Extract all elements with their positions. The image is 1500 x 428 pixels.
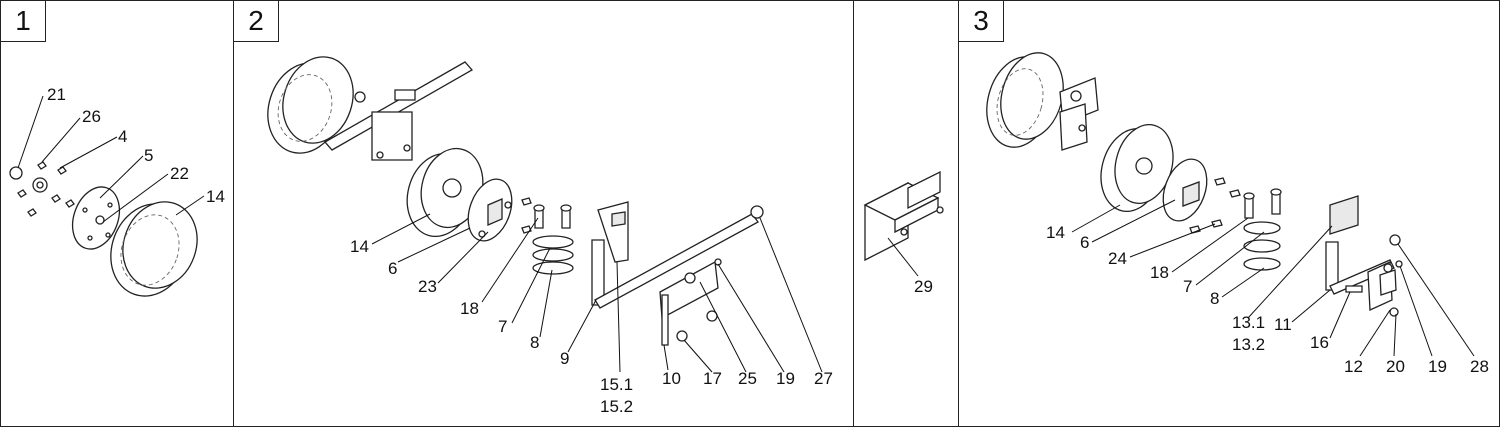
panel-3-drawing [986,52,1475,357]
label-28: 28 [1470,357,1489,376]
panel-2-number: 2 [234,1,279,42]
label-26: 26 [82,107,101,126]
axle-frame-drawing [591,201,764,309]
label-27: 27 [814,369,833,388]
label-15-1: 15.1 [600,375,633,394]
label-14: 14 [350,237,369,256]
bracket-drawing [659,258,722,346]
label-6: 6 [388,259,397,278]
panel-3-labels: 14 6 24 18 7 8 13.1 13.2 11 16 12 20 19 … [1046,223,1489,376]
label-22: 22 [170,164,189,183]
label-14: 14 [206,187,225,206]
label-4: 4 [118,127,127,146]
spacers-drawing [1243,221,1281,271]
label-14: 14 [1046,223,1065,242]
label-17: 17 [703,369,722,388]
hub-drawing [1162,158,1208,222]
panel-1-number: 1 [1,1,46,42]
detail-drawing [863,170,944,277]
label-8: 8 [1210,289,1219,308]
label-12: 12 [1344,357,1363,376]
label-5: 5 [144,146,153,165]
label-23: 23 [418,277,437,296]
label-25: 25 [738,369,757,388]
panel-1-labels: 21 26 4 5 22 14 [47,85,225,206]
label-13-2: 13.2 [1232,335,1265,354]
label-21: 21 [47,85,66,104]
bolts-drawing [521,197,572,234]
hub-plate-drawing [71,186,121,250]
label-13-1: 13.1 [1232,313,1265,332]
tire-drawing [1100,124,1174,212]
nut-drawing [9,166,23,180]
label-18: 18 [460,299,479,318]
panel-3-number: 3 [959,1,1004,42]
label-20: 20 [1386,357,1405,376]
label-10: 10 [662,369,681,388]
label-8: 8 [530,333,539,352]
label-24: 24 [1108,249,1127,268]
label-16: 16 [1310,333,1329,352]
wheel-tire-drawing [110,201,198,297]
assembled-wheel-drawing [986,52,1099,151]
screws-drawing [17,161,75,217]
label-19: 19 [776,369,795,388]
label-7: 7 [1183,277,1192,296]
label-29: 29 [914,277,933,296]
panel-2-drawing [267,56,823,373]
label-9: 9 [560,349,569,368]
detail-labels: 29 [914,277,933,296]
label-11: 11 [1274,315,1292,334]
panel-2-labels: 14 6 23 18 7 8 9 15.1 15.2 10 17 25 19 2… [350,237,833,416]
bolts-drawing [1189,177,1282,234]
label-6: 6 [1080,233,1089,252]
hub-drawing [467,178,513,242]
label-18: 18 [1150,263,1169,282]
assembled-wheel-drawing [267,56,474,161]
panel-1-drawing [9,95,205,297]
label-19: 19 [1428,357,1447,376]
tire-drawing [406,147,484,238]
label-15-2: 15.2 [600,397,633,416]
spacers-drawing [532,235,574,275]
panel-2-frame: 2 [233,0,854,427]
label-7: 7 [498,317,507,336]
